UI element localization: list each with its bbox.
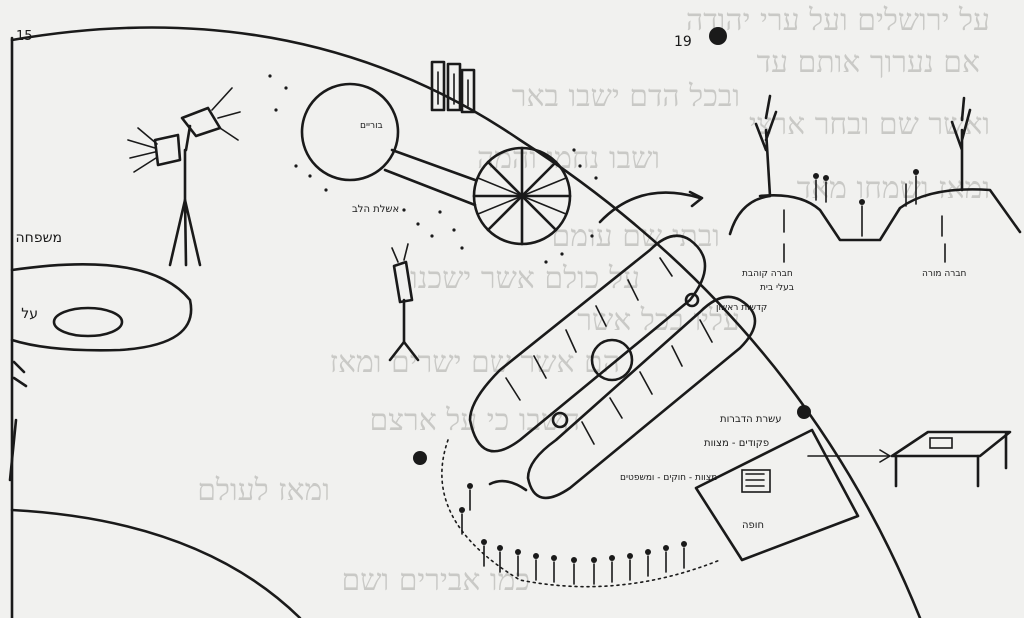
lower-ground-arc	[10, 508, 302, 618]
bg-line: ואשר שם ובחר ארצי	[749, 107, 990, 142]
bg-line: אם נערוך אותם עד	[757, 45, 980, 80]
left-label-on: על	[21, 306, 38, 322]
bg-line: ומאז ושמחו מאד	[797, 171, 990, 206]
tablet	[694, 428, 860, 562]
stippling	[268, 74, 598, 264]
spotlight-left	[127, 87, 241, 267]
left-label-family: משפחה	[16, 230, 62, 246]
beam-upper	[390, 148, 477, 182]
top-figures	[430, 60, 476, 114]
arrow-up-curve	[598, 191, 702, 224]
left-island: משפחה על	[8, 230, 193, 482]
bg-line: ושבו נחמו והמה	[477, 141, 660, 176]
corner-dot	[709, 27, 727, 45]
sun-circle	[300, 82, 400, 182]
page-number: 15	[16, 29, 33, 44]
hill-label-left: חברה קוהבת	[742, 269, 793, 279]
wheel-label: אשלת הלב	[352, 204, 399, 215]
field-oval-upper	[468, 234, 707, 453]
hill-label-right: חברה מורה	[922, 269, 967, 279]
bg-line: ומאז לעולם	[197, 473, 330, 508]
earth-horizon-arc	[10, 26, 922, 618]
bg-line: כמו אבירים ושם	[342, 563, 530, 598]
spoked-wheel	[472, 146, 572, 246]
left-dot	[413, 451, 427, 465]
table-right	[807, 430, 1012, 488]
arrow-to-oval	[488, 479, 528, 492]
sun-label: בוריים	[360, 121, 383, 131]
tablet-sub: פקודים - מצוות	[704, 438, 769, 449]
bg-line: על כולם אשר ישכנו	[410, 261, 640, 296]
corner-number: 19	[674, 34, 692, 50]
hills-scene	[754, 94, 1022, 263]
bg-line: על ירושלים ועל ערי יהודה	[686, 3, 990, 38]
arrow-to-hill	[728, 194, 772, 236]
hill-label-valley: בעלי בית	[760, 283, 794, 293]
background-text: על ירושלים ועל ערי יהודה אם נערוך אותם ע…	[197, 3, 990, 598]
arrowhead	[688, 190, 704, 208]
tablet-title: עשרת הדברות	[720, 414, 781, 425]
bg-line: עליו בכל אשר	[577, 303, 740, 338]
spotlight-middle	[388, 243, 420, 362]
crowd-row	[441, 439, 721, 588]
beam-lower	[383, 168, 477, 207]
bg-line: הם אשר שם ישרים ומאז	[330, 345, 620, 380]
field-oval-lower	[526, 292, 757, 500]
bg-line: ובכל הדם ישבו באר	[512, 79, 740, 114]
hill-label-mid: קדשות ראשון	[716, 303, 767, 313]
tablet-caption: חופה	[742, 520, 764, 531]
path-label: מצוות - חוקים - ומשפטים	[620, 473, 717, 483]
horizon-dot	[797, 405, 811, 419]
